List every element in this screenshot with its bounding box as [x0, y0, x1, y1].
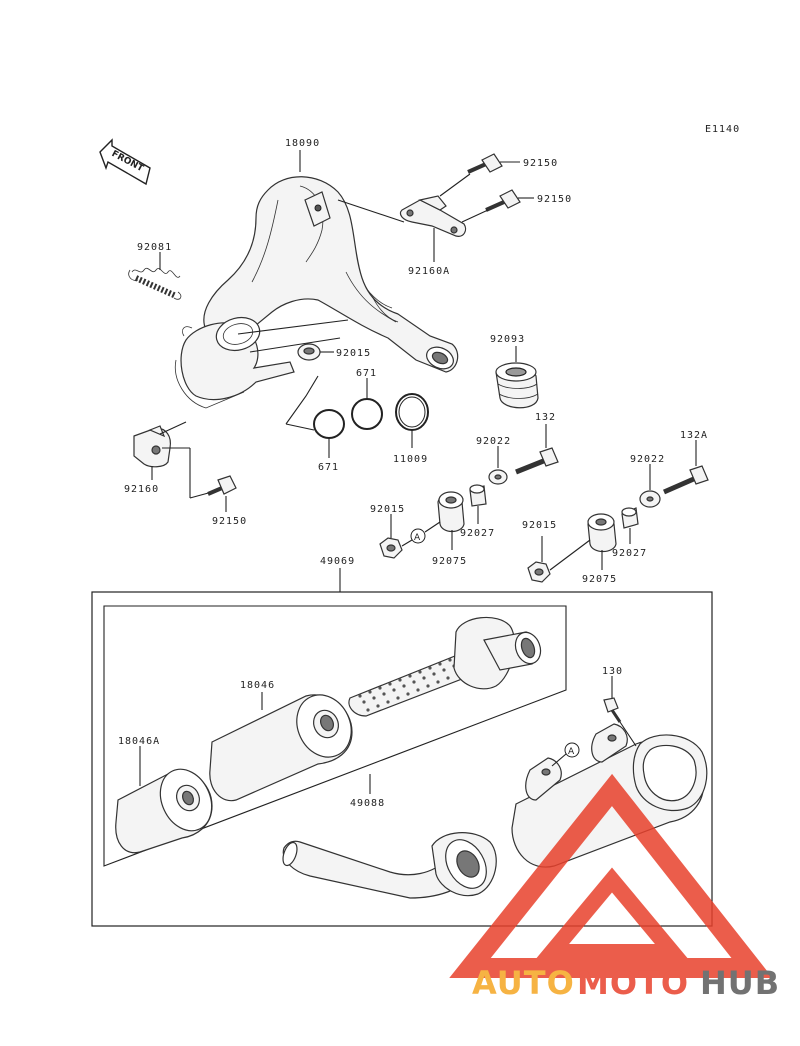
reference-mark-a-middle: A: [414, 533, 421, 543]
front-arrow-icon: FRONT: [99, 138, 151, 186]
callout-92022-right: 92022: [630, 454, 665, 465]
callout-49088: 49088: [350, 798, 385, 809]
diagram-code: E1140: [705, 124, 740, 135]
callout-132a: 132A: [680, 430, 708, 441]
watermark-text-auto: AUTO: [472, 964, 575, 1002]
perforated-inner-pipe: [348, 616, 542, 717]
nut-92015-middle: [379, 537, 403, 559]
callout-92075-right: 92075: [582, 574, 617, 585]
packing-18046: [209, 694, 353, 802]
grommet-92075-right: [587, 513, 617, 553]
callout-92093: 92093: [490, 334, 525, 345]
automotohub-watermark-logo: AUTO MOTO HUB: [449, 773, 780, 1002]
callout-18090: 18090: [285, 138, 320, 149]
nut-92015-right: [527, 561, 551, 583]
callout-11009: 11009: [393, 454, 428, 465]
callout-92075-left: 92075: [432, 556, 467, 567]
exhaust-pipe-18090: [174, 176, 459, 409]
callout-132: 132: [535, 412, 556, 423]
reference-mark-a-muffler: A: [568, 747, 575, 757]
callout-92022-left: 92022: [476, 436, 511, 447]
callout-92027-left: 92027: [460, 528, 495, 539]
callout-18046a: 18046A: [118, 736, 160, 747]
bolt-92150-upper: [467, 153, 503, 174]
grommet-92075-left: [437, 491, 465, 533]
bolt-130: [603, 697, 622, 723]
callout-92160: 92160: [124, 484, 159, 495]
bolt-132: [515, 447, 559, 475]
collar-92027-right: [621, 507, 639, 529]
o-ring-671-left: [313, 409, 345, 439]
watermark-text-hub: HUB: [700, 964, 780, 1002]
rubber-mount-92093: [495, 362, 539, 409]
bolt-92150-middle: [485, 189, 521, 212]
callout-92150-middle: 92150: [537, 194, 572, 205]
tailpipe: [282, 832, 497, 899]
bolt-92150-lower: [207, 475, 237, 496]
collar-92027-left: [469, 484, 487, 507]
silencer-inner-frame-49088: [103, 605, 567, 867]
callout-92081: 92081: [137, 242, 172, 253]
callout-92160a: 92160A: [408, 266, 450, 277]
callout-671-upper: 671: [356, 368, 377, 379]
muffler-assembly-frame-49069: [91, 591, 713, 927]
callout-49069: 49069: [320, 556, 355, 567]
bolt-132a: [662, 465, 709, 495]
washer-92022-left: [488, 469, 508, 485]
grommet-92015-upper: [297, 343, 321, 361]
callout-92150-upper: 92150: [523, 158, 558, 169]
packing-18046a: [115, 768, 213, 854]
bracket-92160a: [399, 195, 467, 237]
callout-92015-upper: 92015: [336, 348, 371, 359]
spring-92081: [128, 267, 182, 300]
callout-92015-middle: 92015: [370, 504, 405, 515]
washer-92022-right: [639, 490, 661, 508]
callout-92027-right: 92027: [612, 548, 647, 559]
callout-92015-right: 92015: [522, 520, 557, 531]
gasket-11009: [395, 393, 429, 431]
callout-130: 130: [602, 666, 623, 677]
callout-92150-lower: 92150: [212, 516, 247, 527]
watermark-text-moto: MOTO: [577, 964, 689, 1002]
o-ring-671-right: [351, 398, 383, 430]
callout-18046: 18046: [240, 680, 275, 691]
callout-671-lower: 671: [318, 462, 339, 473]
